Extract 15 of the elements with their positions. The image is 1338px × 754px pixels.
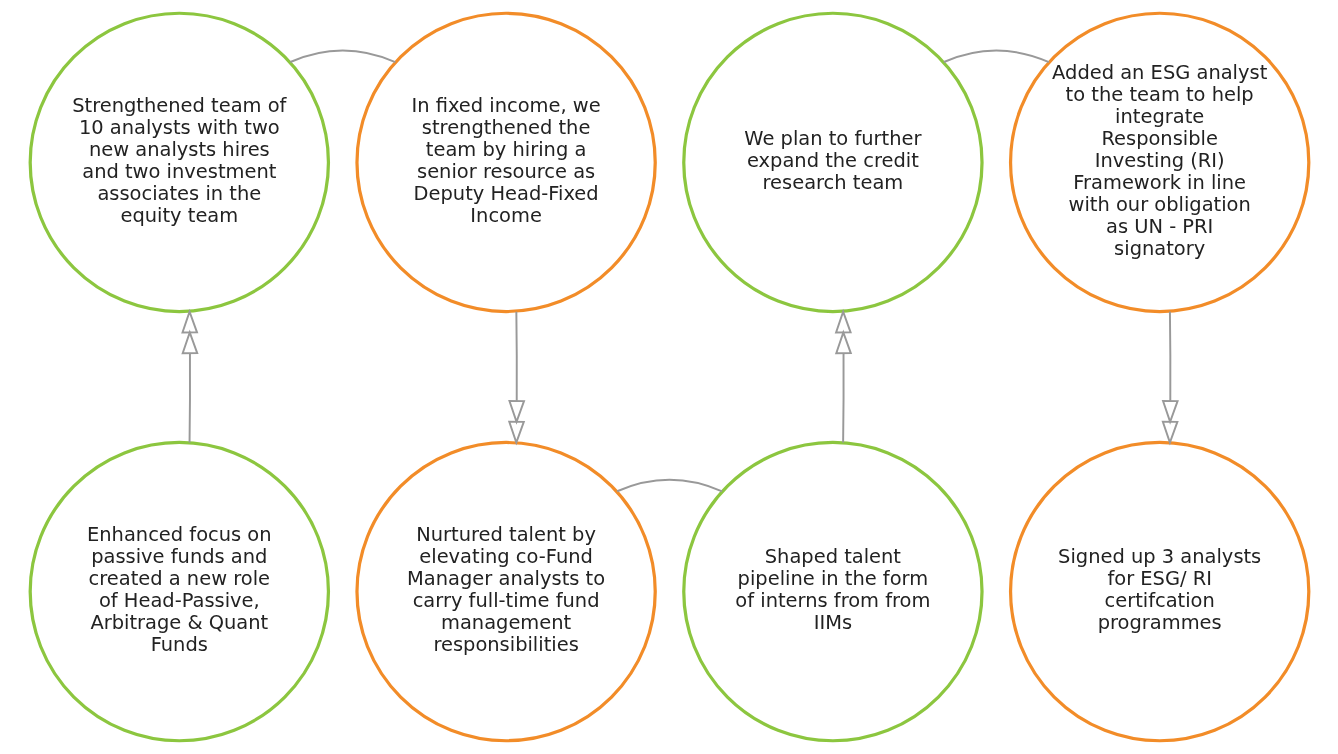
node-circle: Strengthened team of 10 analysts with two new analysts hires and two investment associates in the equity team <box>28 11 330 314</box>
node-circle: Shaped talent pipeline in the form of interns from from IIMs <box>681 440 984 743</box>
arrow <box>507 310 525 446</box>
node-circle: Added an ESG analyst to the team to help integrate Responsible Investing (RI) Framework in line with our obligation as UN - PRI signatory <box>1008 11 1310 314</box>
node-circle: Nurtured talent by elevating co-Fund Manager analysts to carry full-time fund management responsibilities <box>354 440 657 743</box>
arrow <box>834 308 852 444</box>
node-circle: Enhanced focus on passive funds and created a new role of Head-Passive, Arbitrage & Quant Funds <box>28 440 330 743</box>
arrow <box>180 308 199 444</box>
arrow <box>1161 310 1179 446</box>
connector <box>615 478 723 493</box>
node-circle: In fixed income, we strengthened the team by hiring a senior resource as Deputy Head-Fixed Income <box>354 11 657 314</box>
node-circle: We plan to further expand the credit research team <box>681 11 984 314</box>
connector <box>942 49 1050 64</box>
node-circle: Signed up 3 analysts for ESG/ RI certifcation programmes <box>1008 440 1310 743</box>
connector <box>288 49 396 64</box>
